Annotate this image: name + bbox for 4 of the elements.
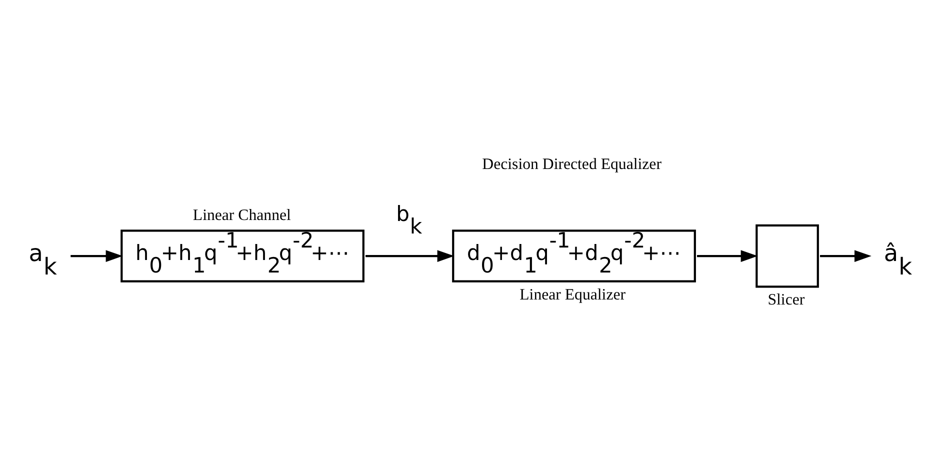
- node-label: Linear Channel: [192, 206, 291, 224]
- label: Decision Directed Equalizer: [482, 155, 662, 172]
- node-label: Linear Equalizer: [520, 286, 626, 303]
- node-label: Slicer: [768, 291, 805, 308]
